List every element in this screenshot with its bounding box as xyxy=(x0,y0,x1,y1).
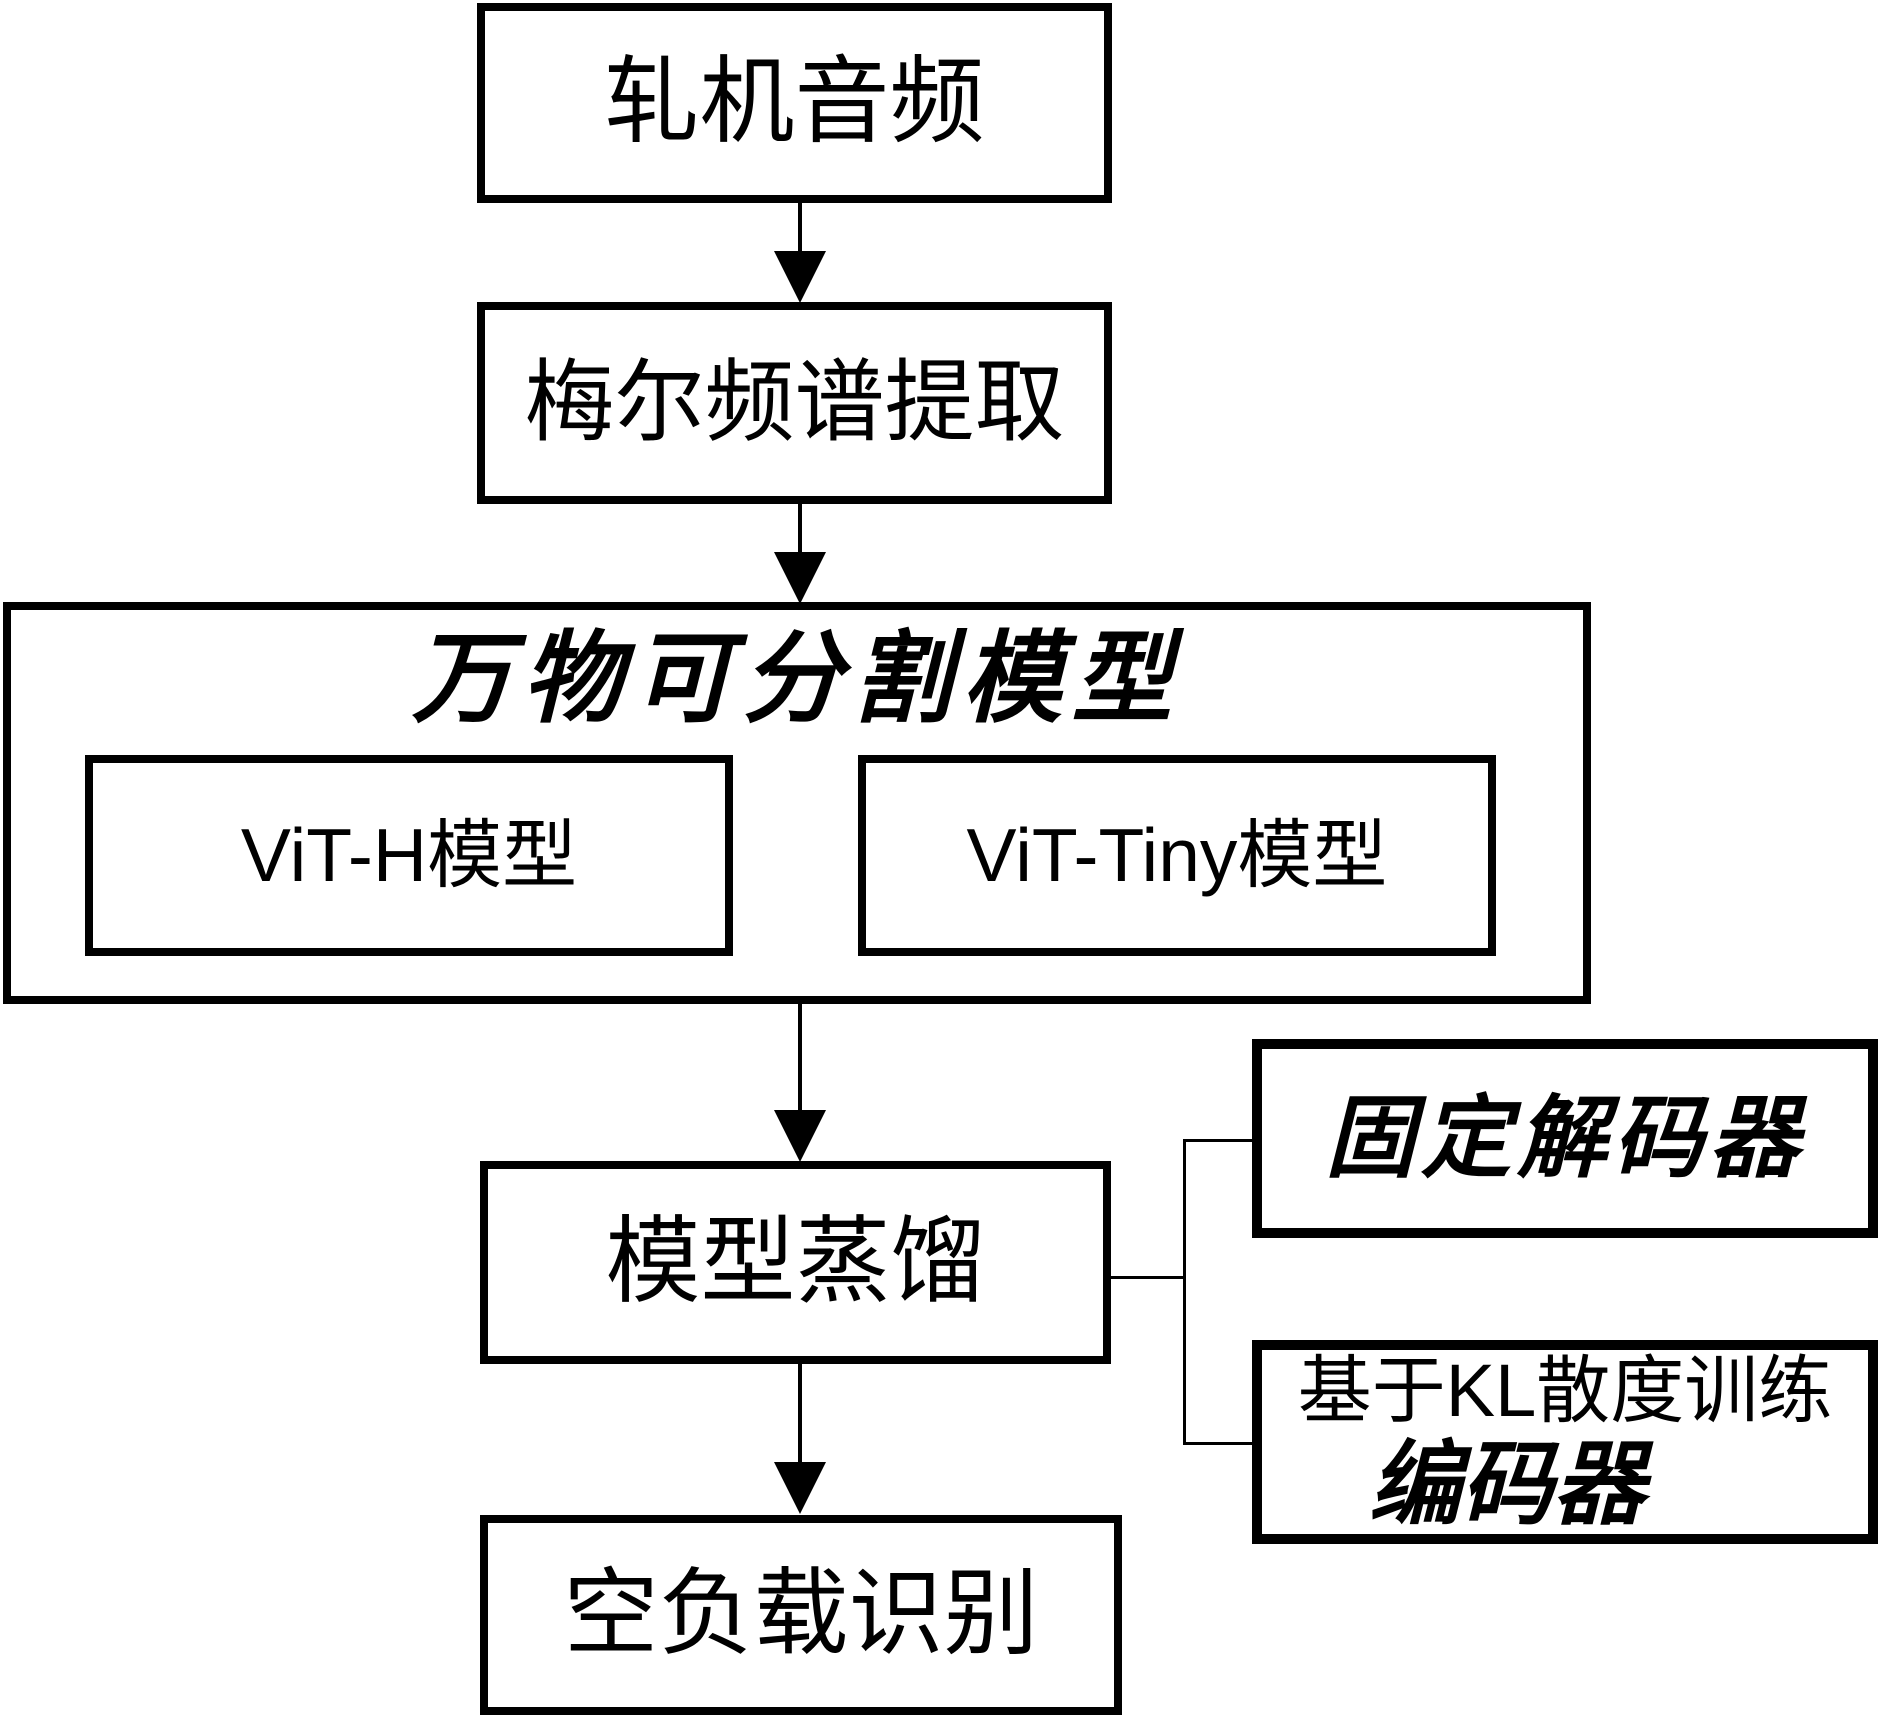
connector-stub-to-decoder xyxy=(1183,1139,1252,1142)
node-model-distillation-label: 模型蒸馏 xyxy=(605,1208,986,1315)
node-no-load-recognition: 空负载识别 xyxy=(480,1515,1122,1715)
node-fixed-decoder-label: 固定解码器 xyxy=(1325,1085,1805,1192)
connector-distill-horizontal xyxy=(1111,1276,1185,1279)
arrow-audio-to-mel-head xyxy=(774,251,826,303)
node-segment-anything-model-title: 万物可分割模型 xyxy=(412,619,1182,737)
arrow-distill-to-noload-stem xyxy=(798,1364,802,1464)
connector-stub-to-kl xyxy=(1183,1442,1252,1445)
node-rolling-mill-audio-label: 轧机音频 xyxy=(604,49,985,156)
arrow-mel-to-sam-head xyxy=(774,552,826,604)
connector-bracket-vertical xyxy=(1183,1139,1186,1445)
arrow-sam-to-distill-stem xyxy=(798,1004,802,1112)
arrow-audio-to-mel-stem xyxy=(798,203,802,253)
node-mel-spectrum-extraction-label: 梅尔频谱提取 xyxy=(524,352,1065,453)
node-model-distillation: 模型蒸馏 xyxy=(480,1161,1111,1364)
node-no-load-recognition-label: 空负载识别 xyxy=(563,1561,1039,1668)
node-vit-h-model-label: ViT-H模型 xyxy=(240,813,578,898)
node-rolling-mill-audio: 轧机音频 xyxy=(477,3,1112,203)
node-fixed-decoder: 固定解码器 xyxy=(1252,1039,1878,1238)
node-kl-encoder-line: 编码器 xyxy=(1368,1429,1645,1538)
node-kl-text-stack: 基于KL散度训练 编码器 xyxy=(1298,1352,1833,1532)
node-kl-divergence-training-encoder: 基于KL散度训练 编码器 xyxy=(1252,1340,1878,1544)
node-kl-training-line: 基于KL散度训练 xyxy=(1297,1348,1833,1432)
arrow-distill-to-noload-head xyxy=(774,1462,826,1514)
arrow-mel-to-sam-stem xyxy=(798,504,802,554)
node-vit-tiny-model: ViT-Tiny模型 xyxy=(858,755,1496,956)
node-vit-tiny-model-label: ViT-Tiny模型 xyxy=(966,813,1388,898)
node-vit-h-model: ViT-H模型 xyxy=(85,755,733,956)
arrow-sam-to-distill-head xyxy=(774,1110,826,1162)
node-mel-spectrum-extraction: 梅尔频谱提取 xyxy=(477,302,1112,504)
